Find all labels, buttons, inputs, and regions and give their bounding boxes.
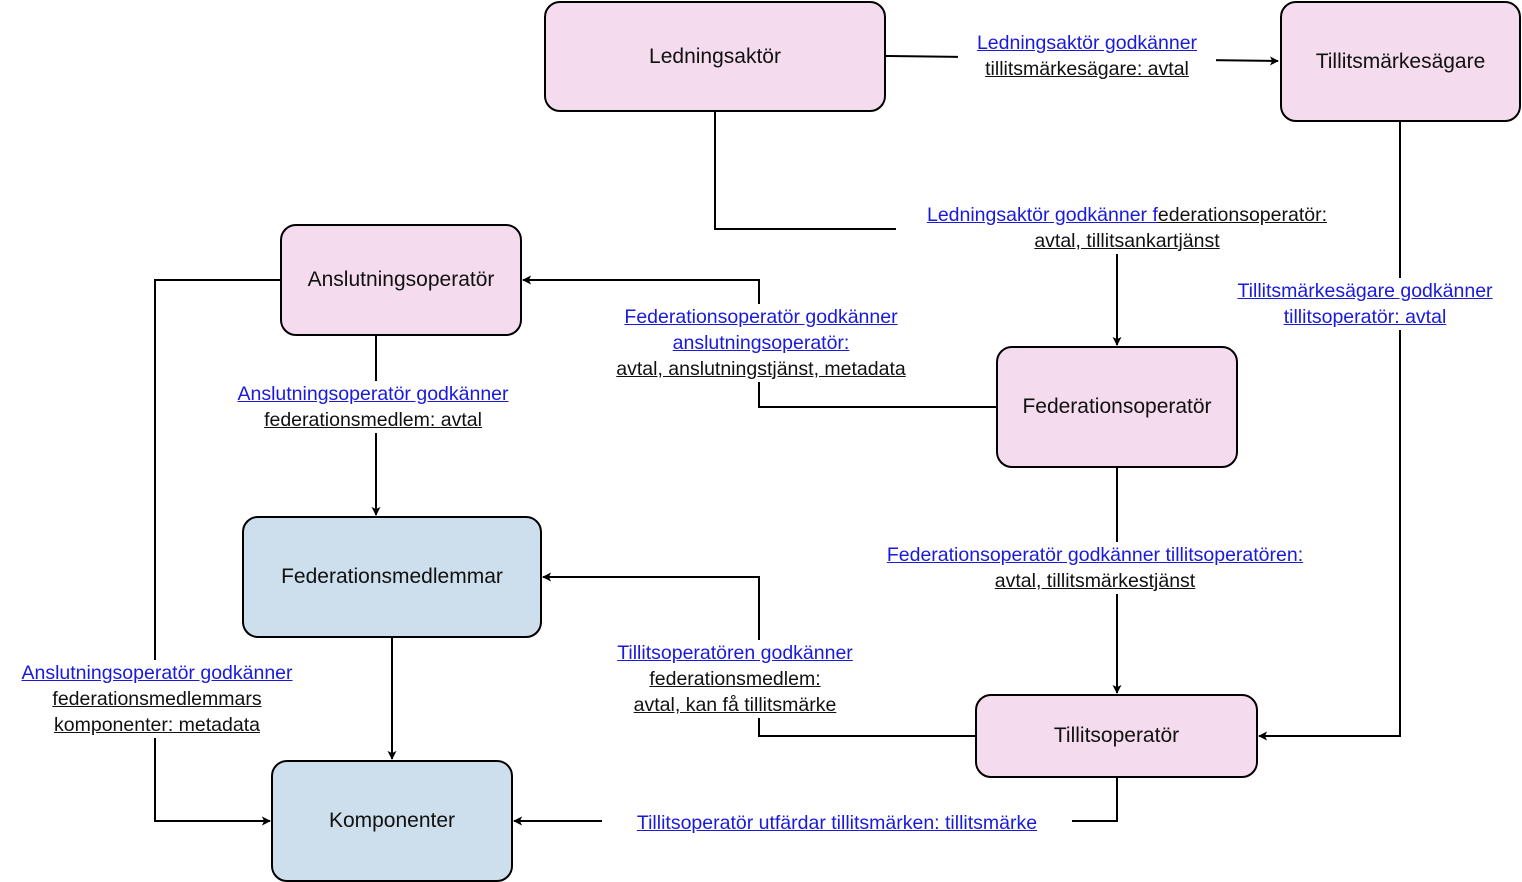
- edge-label-e3-line1: Tillitsmärkesägare godkänner: [1237, 280, 1493, 302]
- edge-label-e7-line1: Tillitsoperatören godkänner: [617, 642, 853, 664]
- edge-anslutningsoperator-komponenter: [154, 279, 280, 826]
- edge-label-e6: Federationsoperatör godkänner tillitsope…: [853, 542, 1337, 594]
- edge-label-e7: Tillitsoperatören godkänner federationsm…: [594, 640, 876, 718]
- edge-label-e5-line2: federationsmedlem: avtal: [264, 409, 482, 431]
- edge-label-e3-line2: tillitsoperatör: avtal: [1283, 306, 1447, 328]
- node-federationsmedlemmar: Federationsmedlemmar: [242, 516, 542, 638]
- edge-label-e8: Anslutningsoperatör godkänner federation…: [0, 660, 314, 738]
- edge-label-e7-line2: federationsmedlem:: [649, 668, 821, 690]
- edge-label-e1-line2: tillitsmärkesägare: avtal: [985, 58, 1189, 80]
- edge-label-e4-line2: anslutningsoperatör:: [672, 332, 850, 354]
- edge-label-e7-line3: avtal, kan få tillitsmärke: [633, 694, 837, 716]
- edge-label-e5-line1: Anslutningsoperatör godkänner: [237, 383, 509, 405]
- node-federationsoperator: Federationsoperatör: [996, 346, 1238, 468]
- edge-label-e4-line1: Federationsoperatör godkänner: [624, 306, 898, 328]
- edge-label-e2-line2: avtal, tillitsankartjänst: [1034, 230, 1220, 252]
- edge-label-e9-line1: Tillitsoperatör utfärdar tillitsmärken: …: [636, 812, 1038, 834]
- edge-label-e4: Federationsoperatör godkänner anslutning…: [593, 304, 929, 382]
- edge-label-e8-line1: Anslutningsoperatör godkänner: [21, 662, 293, 684]
- edge-label-e8-line2: federationsmedlemmars: [52, 688, 262, 710]
- edge-label-e1-line1: Ledningsaktör godkänner: [976, 32, 1198, 54]
- edge-label-e6-line2: avtal, tillitsmärkestjänst: [994, 570, 1196, 592]
- node-tillitsmarkesagare: Tillitsmärkesägare: [1280, 1, 1521, 122]
- edge-label-e9: Tillitsoperatör utfärdar tillitsmärken: …: [602, 810, 1072, 836]
- edge-label-e2-line1: Ledningsaktör godkänner federationsopera…: [896, 202, 1358, 228]
- edge-label-e2: Ledningsaktör godkänner federationsopera…: [896, 202, 1358, 254]
- edge-label-e8-line3: komponenter: metadata: [54, 714, 260, 736]
- edge-label-e5: Anslutningsoperatör godkänner federation…: [213, 381, 533, 433]
- node-komponenter: Komponenter: [271, 760, 513, 882]
- edge-label-e2-line1-blue: Ledningsaktör godkänner f: [926, 204, 1158, 226]
- node-ledningsaktor: Ledningsaktör: [544, 1, 886, 112]
- edge-label-e6-line1: Federationsoperatör godkänner tillitsope…: [886, 544, 1304, 566]
- edge-label-e4-line3: avtal, anslutningstjänst, metadata: [616, 358, 906, 380]
- edge-label-e3: Tillitsmärkesägare godkänner tillitsoper…: [1214, 278, 1516, 330]
- node-tillitsoperator: Tillitsoperatör: [975, 694, 1258, 778]
- edge-label-e1: Ledningsaktör godkänner tillitsmärkesäga…: [958, 30, 1216, 82]
- node-anslutningsoperator: Anslutningsoperatör: [280, 224, 522, 336]
- edge-label-e2-line1-black: ederationsoperatör:: [1157, 204, 1328, 226]
